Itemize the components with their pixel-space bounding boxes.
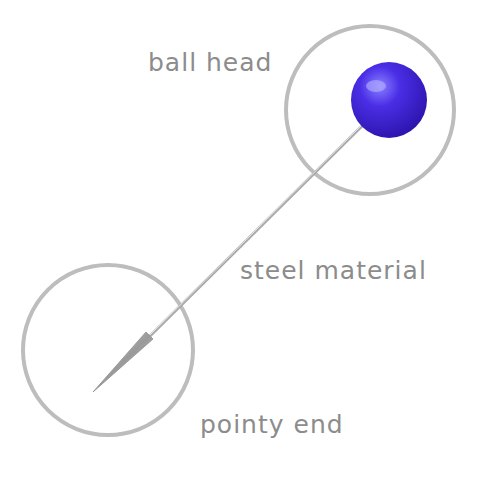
highlight-circle xyxy=(286,26,454,194)
pin-shaft-highlight xyxy=(150,125,362,335)
ball-head-shape xyxy=(351,62,427,138)
pin-shaft xyxy=(150,126,362,336)
highlight-circle xyxy=(23,265,193,435)
callout-label: pointy end xyxy=(200,412,344,437)
callout-label: ball head xyxy=(148,50,272,75)
pin-tip xyxy=(93,332,153,392)
ball-shine xyxy=(366,80,386,92)
callout-label: steel material xyxy=(240,258,427,283)
